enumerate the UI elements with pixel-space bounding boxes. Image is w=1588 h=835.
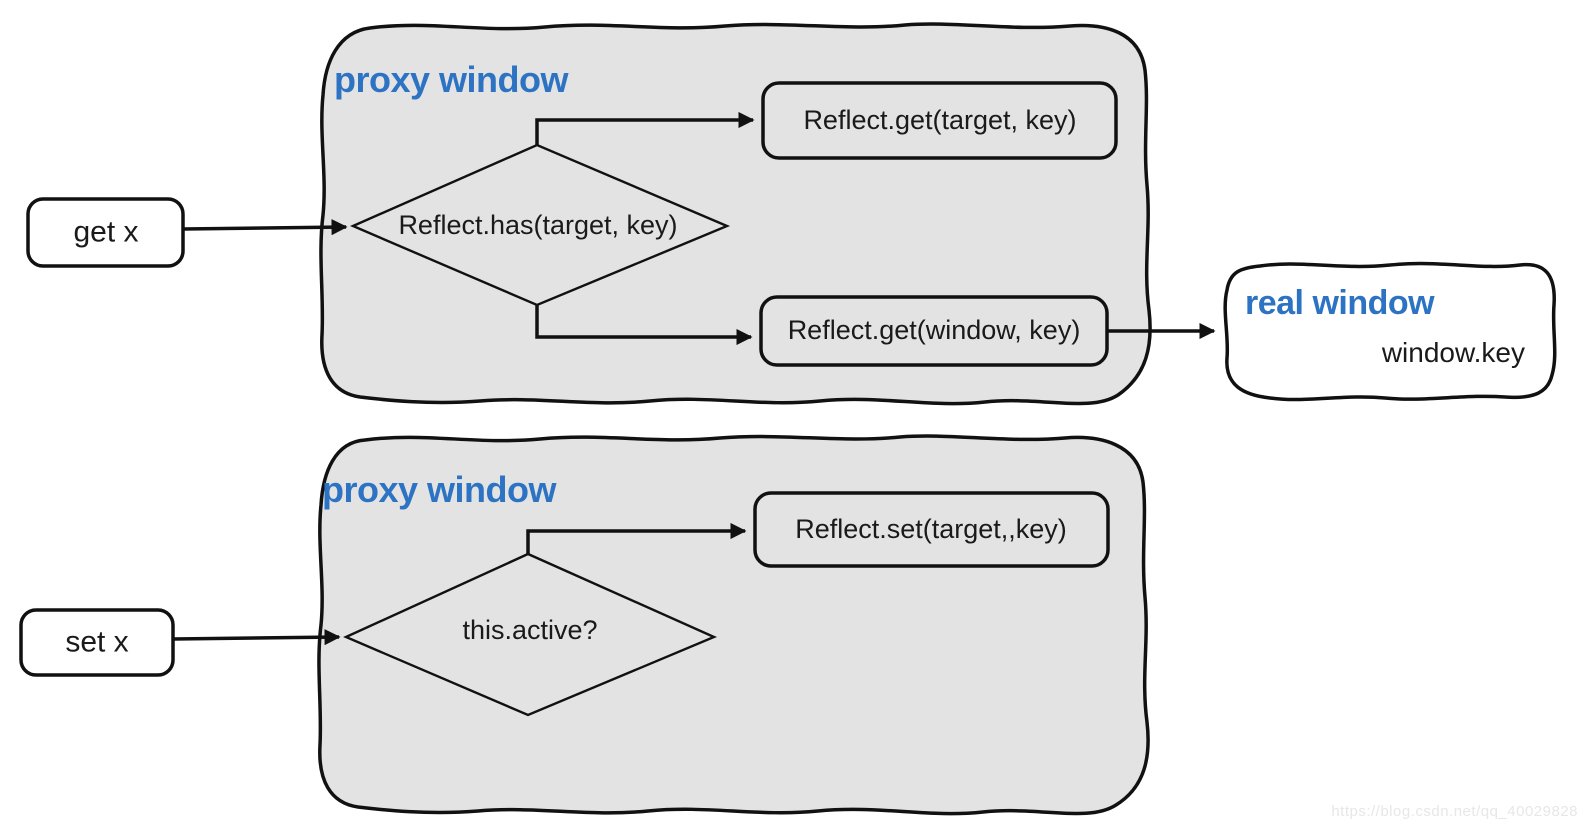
get-x-box bbox=[26, 197, 185, 268]
reflect-has-decision-diamond bbox=[349, 143, 731, 307]
arrow-has-to-get-target bbox=[535, 111, 755, 146]
arrow-active-to-set-target bbox=[526, 522, 747, 555]
set-x-label: set x bbox=[65, 625, 129, 659]
this-active-label: this.active? bbox=[462, 615, 598, 646]
reflect-get-window-box bbox=[759, 295, 1109, 367]
reflect-get-target-label: Reflect.get(target, key) bbox=[803, 105, 1077, 136]
reflect-get-target-box bbox=[761, 81, 1118, 160]
arrow-get-x-to-has bbox=[182, 219, 348, 236]
get-x-label: get x bbox=[73, 215, 139, 249]
real-window-container bbox=[1223, 261, 1557, 402]
proxy-window-title-bottom: proxy window bbox=[322, 469, 557, 510]
reflect-has-label: Reflect.has(target, key) bbox=[398, 210, 678, 241]
reflect-get-window-label: Reflect.get(window, key) bbox=[787, 315, 1081, 346]
set-x-box bbox=[19, 608, 175, 677]
reflect-set-target-box bbox=[753, 491, 1110, 568]
reflect-set-target-label: Reflect.set(target,,key) bbox=[795, 514, 1067, 545]
arrow-has-to-get-window bbox=[535, 304, 753, 346]
real-window-title: real window bbox=[1245, 284, 1435, 322]
this-active-decision-diamond bbox=[343, 552, 718, 717]
arrow-set-x-to-active bbox=[172, 629, 341, 646]
csdn-watermark: https://blog.csdn.net/qq_40029828 bbox=[1331, 803, 1578, 820]
proxy-window-title-top: proxy window bbox=[334, 59, 569, 100]
window-key-label: window.key bbox=[1381, 337, 1525, 368]
